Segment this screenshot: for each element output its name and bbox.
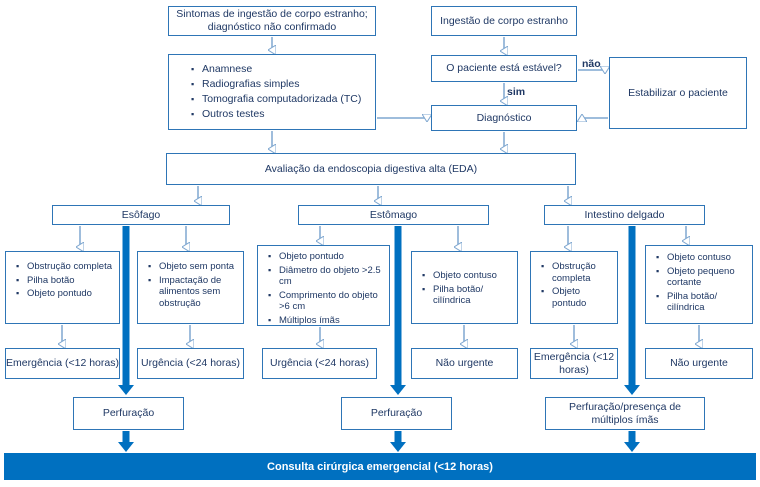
- diagnosis-text: Diagnóstico: [476, 111, 532, 124]
- branch-esofago: Esôfago: [52, 205, 230, 225]
- final-banner: Consulta cirúrgica emergencial (<12 hora…: [4, 453, 756, 480]
- perforation-arrowhead: [624, 442, 640, 452]
- criteria-item: Múltiplos ímãs: [268, 315, 387, 327]
- criteria-item: Objeto pontudo: [16, 288, 119, 300]
- intestino-emergency-box: Emergência (<12 horas): [530, 348, 618, 379]
- estomago-urgency-criteria: Objeto pontudo Diâmetro do objeto >2.5 c…: [257, 245, 390, 326]
- eda-text: Avaliação da endoscopia digestiva alta (…: [264, 162, 478, 175]
- perforation-text: Perfuração: [102, 407, 155, 419]
- tests-box: Anamnese Radiografias simples Tomografia…: [168, 54, 376, 130]
- branch-estomago: Estômago: [298, 205, 489, 225]
- stable-question-box: O paciente está estável?: [431, 55, 577, 82]
- criteria-item: Objeto pontudo: [541, 286, 615, 309]
- intestino-nonurgent-criteria: Objeto contuso Objeto pequeno cortante P…: [645, 245, 753, 324]
- test-item: Radiografias simples: [191, 78, 375, 91]
- diagnosis-box: Diagnóstico: [431, 105, 577, 131]
- perforation-text: Perfuração/presença de múltiplos ímãs: [568, 400, 682, 426]
- criteria-item: Objeto contuso: [422, 270, 513, 282]
- urgency-text: Não urgente: [435, 357, 494, 369]
- criteria-item: Diâmetro do objeto >2.5 cm: [268, 265, 387, 288]
- symptoms-text: Sintomas de ingestão de corpo estranho; …: [176, 8, 368, 33]
- criteria-item: Objeto pequeno cortante: [656, 266, 750, 289]
- criteria-item: Objeto sem ponta: [148, 261, 239, 273]
- symptoms-box: Sintomas de ingestão de corpo estranho; …: [168, 6, 376, 36]
- eda-box: Avaliação da endoscopia digestiva alta (…: [166, 153, 576, 185]
- esofago-urgency-criteria: Objeto sem ponta Impactação de alimentos…: [137, 251, 244, 324]
- tests-list: Anamnese Radiografias simples Tomografia…: [191, 63, 375, 121]
- criteria-item: Objeto contuso: [656, 252, 750, 264]
- criteria-item: Comprimento do objeto >6 cm: [268, 290, 387, 313]
- esofago-urgency-box: Urgência (<24 horas): [137, 348, 244, 379]
- perforation-arrowhead: [390, 442, 406, 452]
- ingestion-box: Ingestão de corpo estranho: [431, 6, 577, 36]
- intestino-perforation-box: Perfuração/presença de múltiplos ímãs: [545, 397, 705, 430]
- branch-intestino: Intestino delgado: [544, 205, 705, 225]
- urgency-text: Urgência (<24 horas): [270, 357, 369, 369]
- ingestion-text: Ingestão de corpo estranho: [440, 14, 568, 27]
- stabilize-box: Estabilizar o paciente: [609, 57, 747, 129]
- label-no: não: [582, 58, 601, 70]
- criteria-item: Impactação de alimentos sem obstrução: [148, 275, 239, 310]
- criteria-item: Obstrução completa: [16, 261, 119, 273]
- urgency-text: Não urgente: [670, 357, 728, 369]
- criteria-item: Objeto pontudo: [268, 251, 387, 263]
- estomago-perforation-box: Perfuração: [341, 397, 452, 430]
- estomago-urgency-box: Urgência (<24 horas): [262, 348, 377, 379]
- criteria-item: Obstrução completa: [541, 261, 615, 284]
- criteria-item: Pilha botão/ cilíndrica: [656, 291, 750, 314]
- criteria-item: Pilha botão: [16, 275, 119, 287]
- estomago-nonurgent-box: Não urgente: [411, 348, 518, 379]
- test-item: Outros testes: [191, 108, 375, 121]
- stabilize-text: Estabilizar o paciente: [628, 86, 728, 99]
- perforation-arrowhead: [390, 385, 406, 395]
- perforation-text: Perfuração: [370, 407, 423, 419]
- branch-esofago-title: Esôfago: [121, 208, 161, 221]
- criteria-item: Pilha botão/ cilíndrica: [422, 284, 513, 307]
- perforation-arrowhead: [118, 385, 134, 395]
- urgency-text: Emergência (<12 horas): [533, 350, 615, 376]
- urgency-text: Emergência (<12 horas): [6, 357, 119, 369]
- label-yes: sim: [507, 86, 526, 98]
- test-item: Tomografia computadorizada (TC): [191, 93, 375, 106]
- intestino-emergency-criteria: Obstrução completa Objeto pontudo: [530, 251, 618, 324]
- estomago-nonurgent-criteria: Objeto contuso Pilha botão/ cilíndrica: [411, 251, 518, 324]
- intestino-nonurgent-box: Não urgente: [645, 348, 753, 379]
- test-item: Anamnese: [191, 63, 375, 76]
- stable-question-text: O paciente está estável?: [446, 62, 562, 74]
- perforation-arrowhead: [624, 385, 640, 395]
- esofago-emergency-criteria: Obstrução completa Pilha botão Objeto po…: [5, 251, 120, 324]
- esofago-perforation-box: Perfuração: [73, 397, 184, 430]
- branch-estomago-title: Estômago: [369, 208, 418, 221]
- branch-intestino-title: Intestino delgado: [584, 208, 665, 221]
- final-text: Consulta cirúrgica emergencial (<12 hora…: [267, 460, 493, 473]
- perforation-arrowhead: [118, 442, 134, 452]
- esofago-emergency-box: Emergência (<12 horas): [5, 348, 120, 379]
- urgency-text: Urgência (<24 horas): [141, 357, 240, 369]
